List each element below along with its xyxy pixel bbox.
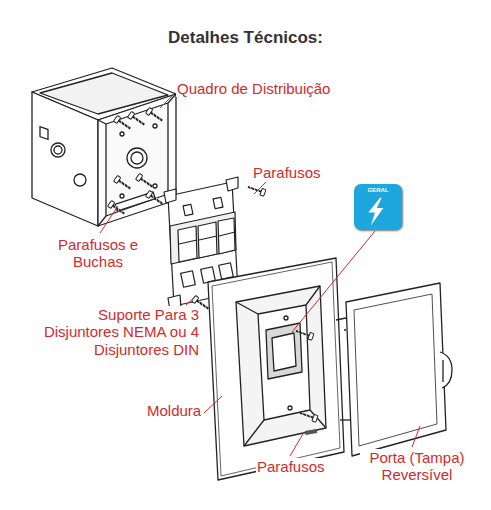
- diagram-title: Detalhes Técnicos:: [0, 28, 491, 48]
- callout-label: Parafusos e Buchas: [42, 236, 154, 271]
- callout-label: Parafusos: [256, 458, 326, 475]
- door: [336, 283, 452, 456]
- callout-label: Moldura: [146, 402, 202, 419]
- frame: [208, 258, 344, 480]
- callout-label: Porta (Tampa) Reversível: [360, 449, 474, 484]
- callout-label: Quadro de Distribuição: [176, 80, 331, 97]
- distribution-box: [32, 68, 176, 226]
- callout-label: Suporte Para 3 Disjuntores NEMA ou 4 Dis…: [36, 306, 200, 358]
- callout-label: Parafusos: [252, 164, 322, 181]
- leader-lines: [100, 94, 420, 456]
- badge-text: GERAL: [354, 184, 402, 193]
- badge-node: GERAL: [354, 184, 402, 230]
